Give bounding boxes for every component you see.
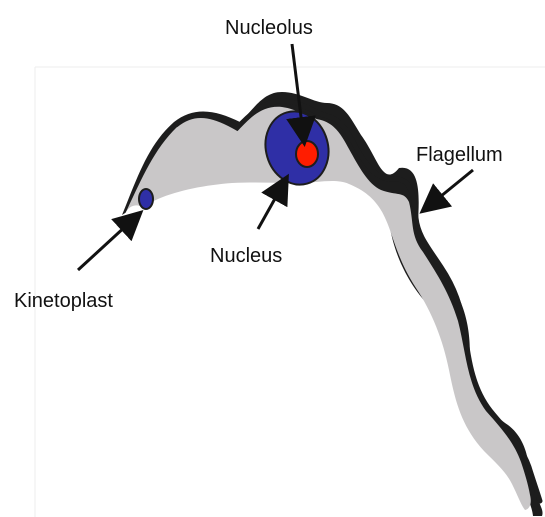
label-nucleolus: Nucleolus xyxy=(225,18,313,38)
nucleus-arrow xyxy=(258,179,286,229)
kinetoplast xyxy=(139,189,153,209)
nucleolus xyxy=(296,141,318,167)
kinetoplast-arrow xyxy=(78,214,139,270)
label-nucleus: Nucleus xyxy=(210,246,282,266)
label-flagellum: Flagellum xyxy=(416,145,503,165)
cell-body xyxy=(126,107,531,510)
label-kinetoplast: Kinetoplast xyxy=(14,291,113,311)
flagellum-arrow xyxy=(424,170,473,210)
